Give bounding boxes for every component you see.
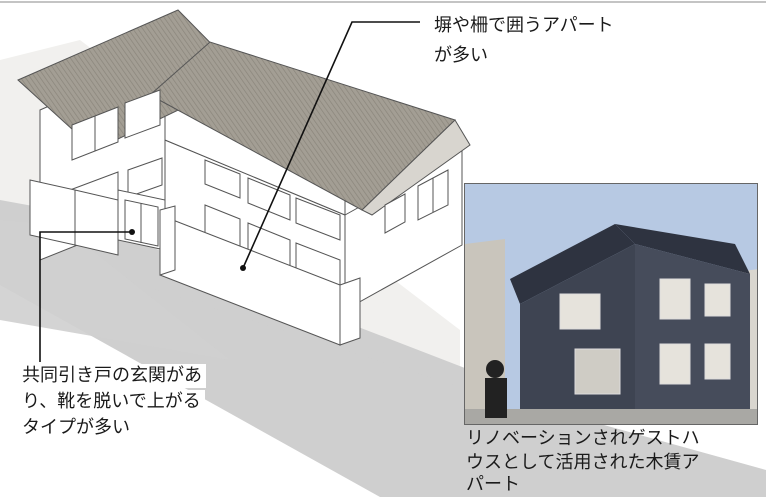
photo-caption-line2: ウスとして活用された木賃ア bbox=[466, 452, 700, 473]
guesthouse-photo bbox=[464, 183, 758, 425]
fence-callout-line1: 塀や柵で囲うアパート bbox=[434, 15, 614, 36]
roof-gable bbox=[361, 119, 471, 216]
callout-lines bbox=[39, 21, 420, 362]
entrance-marker bbox=[129, 229, 135, 235]
entrance-callout-line2: り、靴を脱いで上がる bbox=[22, 390, 205, 414]
fence-marker bbox=[240, 265, 246, 271]
entrance-callout-line3: タイプが多い bbox=[22, 416, 134, 440]
right-windows bbox=[384, 169, 449, 234]
fence-callout-line2: が多い bbox=[434, 45, 488, 66]
entrance-callout-line1: 共同引き戸の玄関があ bbox=[22, 364, 206, 388]
entrance-door bbox=[117, 189, 166, 251]
road bbox=[0, 240, 766, 497]
road-left bbox=[0, 220, 230, 360]
photo-caption-line3: パート bbox=[466, 474, 520, 495]
photo-caption-line1: リノベーションされゲストハ bbox=[466, 428, 700, 449]
fence-walls bbox=[29, 179, 361, 346]
